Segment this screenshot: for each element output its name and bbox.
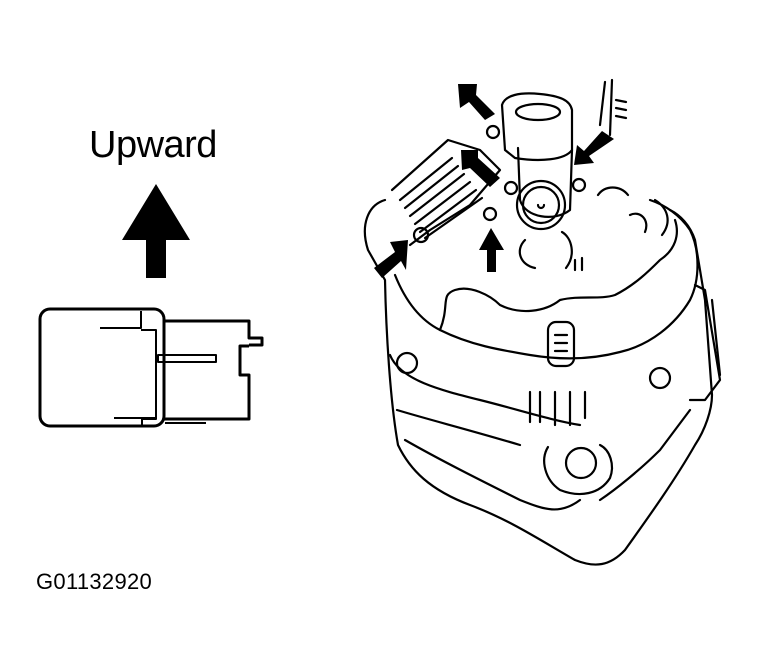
arrow-top-icon <box>458 84 495 120</box>
upward-label: Upward <box>89 124 217 166</box>
arrow-right-icon <box>574 131 614 165</box>
alternator-assembly <box>363 78 722 566</box>
arrow-bottom-up-icon <box>479 228 504 272</box>
arrow-bottom-left-icon <box>374 240 408 278</box>
figure-id: G01132920 <box>36 569 153 594</box>
arrow-middle-left-icon <box>461 150 500 187</box>
upward-arrow-icon <box>122 184 190 278</box>
regulator-part <box>38 307 264 428</box>
indicator-arrows <box>374 84 614 278</box>
